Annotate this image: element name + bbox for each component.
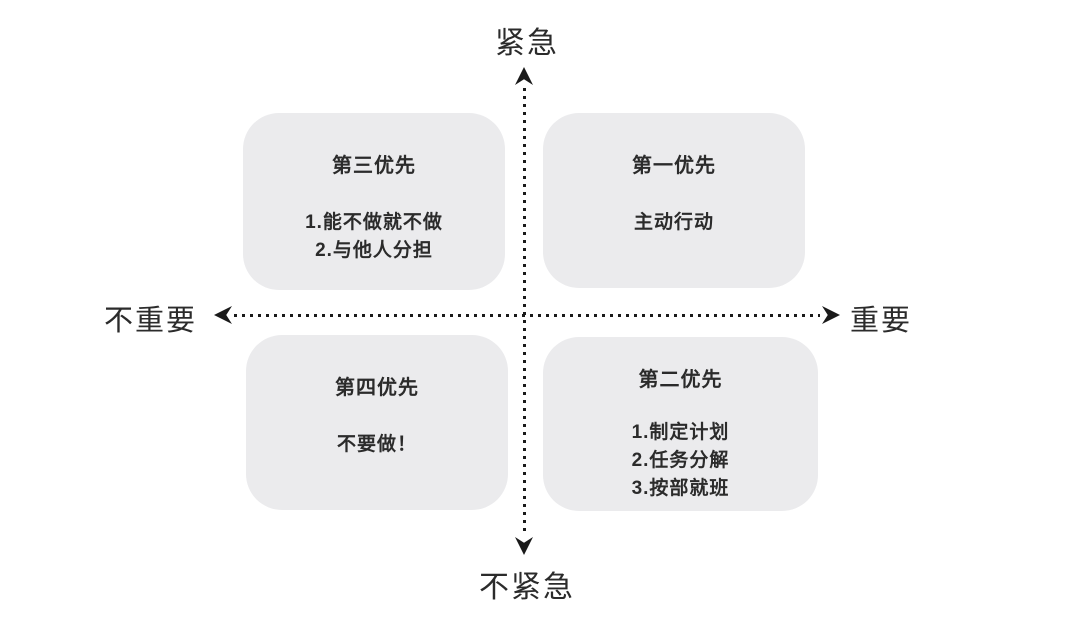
quadrant-third-priority: 第三优先 1.能不做就不做 2.与他人分担: [243, 113, 505, 290]
quadrant-items: 不要做！: [337, 431, 417, 459]
quadrant-item: 3.按部就班: [631, 478, 730, 499]
arrow-up-icon: [515, 67, 533, 85]
arrow-right-icon: [822, 306, 840, 324]
quadrant-item: 1.制定计划: [631, 422, 730, 443]
quadrant-title: 第一优先: [632, 155, 716, 177]
quadrant-first-priority: 第一优先 主动行动: [543, 113, 805, 288]
axis-label-not-urgent: 不紧急: [479, 571, 575, 604]
quadrant-items: 主动行动: [634, 209, 714, 237]
axis-label-important: 重要: [850, 305, 913, 337]
horizontal-axis-line: [234, 314, 820, 317]
quadrant-second-priority: 第二优先 1.制定计划 2.任务分解 3.按部就班: [543, 337, 818, 511]
quadrant-items: 1.能不做就不做 2.与他人分担: [305, 209, 443, 265]
quadrant-item: 2.与他人分担: [315, 240, 433, 261]
arrow-left-icon: [214, 306, 232, 324]
arrow-down-icon: [515, 537, 533, 555]
quadrant-title: 第四优先: [335, 377, 419, 399]
quadrant-item: 2.任务分解: [631, 450, 730, 471]
axis-label-urgent: 紧急: [495, 27, 559, 60]
quadrant-title: 第三优先: [332, 155, 416, 177]
quadrant-item: 1.能不做就不做: [305, 212, 443, 233]
quadrant-title: 第二优先: [638, 369, 723, 391]
vertical-axis-line: [523, 88, 526, 536]
quadrant-items: 1.制定计划 2.任务分解 3.按部就班: [632, 419, 730, 503]
quadrant-item: 不要做！: [336, 434, 417, 455]
axis-label-not-important: 不重要: [104, 305, 198, 337]
quadrant-item: 主动行动: [633, 212, 714, 233]
quadrant-fourth-priority: 第四优先 不要做！: [246, 335, 508, 510]
